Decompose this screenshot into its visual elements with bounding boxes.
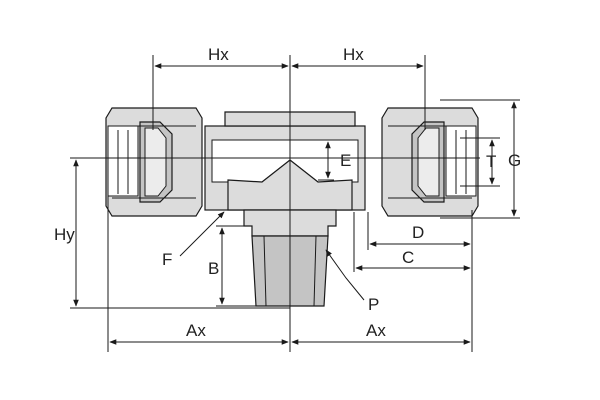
- label-hy: Hy: [54, 225, 75, 244]
- label-ax-right: Ax: [366, 321, 386, 340]
- left-nut: [105, 107, 203, 217]
- fitting-body: [204, 111, 366, 307]
- right-nut: [381, 107, 479, 217]
- label-e: E: [340, 151, 351, 170]
- dimension-arrows: [73, 63, 517, 345]
- label-hx-left: Hx: [208, 45, 229, 64]
- label-g: G: [508, 151, 521, 170]
- label-ax-left: Ax: [186, 321, 206, 340]
- extension-lines: [70, 55, 520, 352]
- label-b: B: [208, 259, 219, 278]
- label-p: P: [368, 295, 379, 314]
- label-t: T: [486, 152, 496, 171]
- label-f: F: [162, 250, 172, 269]
- label-d: D: [412, 223, 424, 242]
- dimension-labels: Hx Hx Hy E T G D C F B P Ax Ax: [54, 45, 521, 340]
- label-hx-right: Hx: [343, 45, 364, 64]
- label-c: C: [402, 248, 414, 267]
